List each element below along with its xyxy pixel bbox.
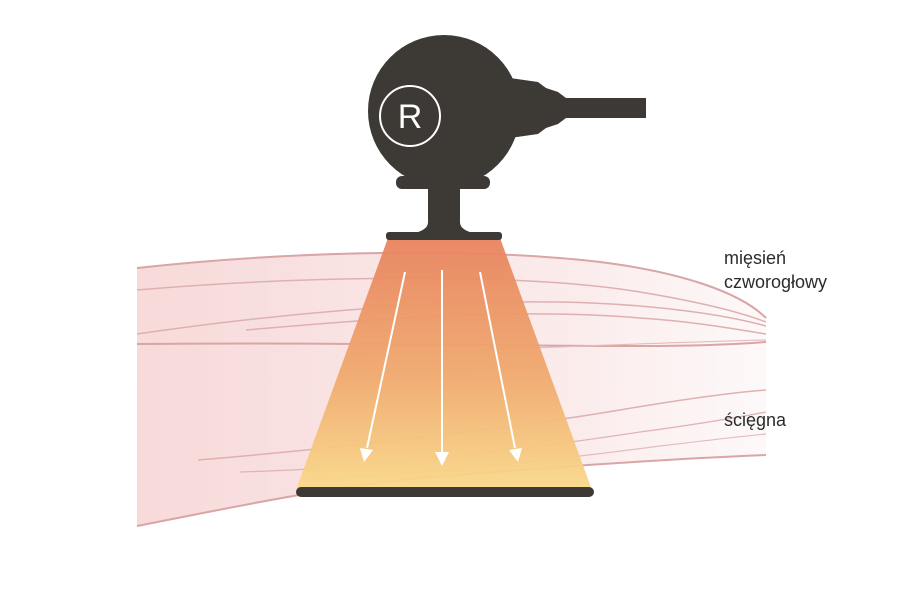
tendon-line [197, 389, 767, 461]
energy-beam [296, 238, 592, 490]
muscle-fiber-line [136, 251, 767, 319]
device-collar [396, 176, 490, 189]
device-logo-letter: R [398, 98, 423, 136]
label-tendons: ścięgna [724, 410, 787, 430]
label-quadriceps-line2: czworogłowy [724, 272, 828, 292]
device-cable [560, 98, 646, 118]
applicator-plate [296, 487, 594, 497]
muscle-fiber-line [136, 277, 767, 323]
device-flange [386, 232, 502, 240]
device-neck [412, 186, 476, 234]
beam-cone [296, 238, 592, 490]
arrow-center-head [435, 452, 449, 466]
muscle-fiber-line [245, 313, 767, 335]
muscle-fiber-line [136, 341, 767, 348]
device-logo-ring [379, 85, 441, 147]
arrow-left-head [360, 448, 373, 462]
beam-arrows [360, 270, 522, 466]
cable-connector [510, 78, 566, 138]
device-head [368, 35, 520, 187]
arrow-right-head [509, 448, 522, 462]
label-quadriceps: mięsień czworogłowy [724, 246, 827, 294]
arrow-right-shaft [479, 271, 516, 449]
device: R [368, 35, 646, 240]
label-quadriceps-line1: mięsień [724, 248, 787, 268]
arrow-left-shaft [366, 271, 406, 449]
